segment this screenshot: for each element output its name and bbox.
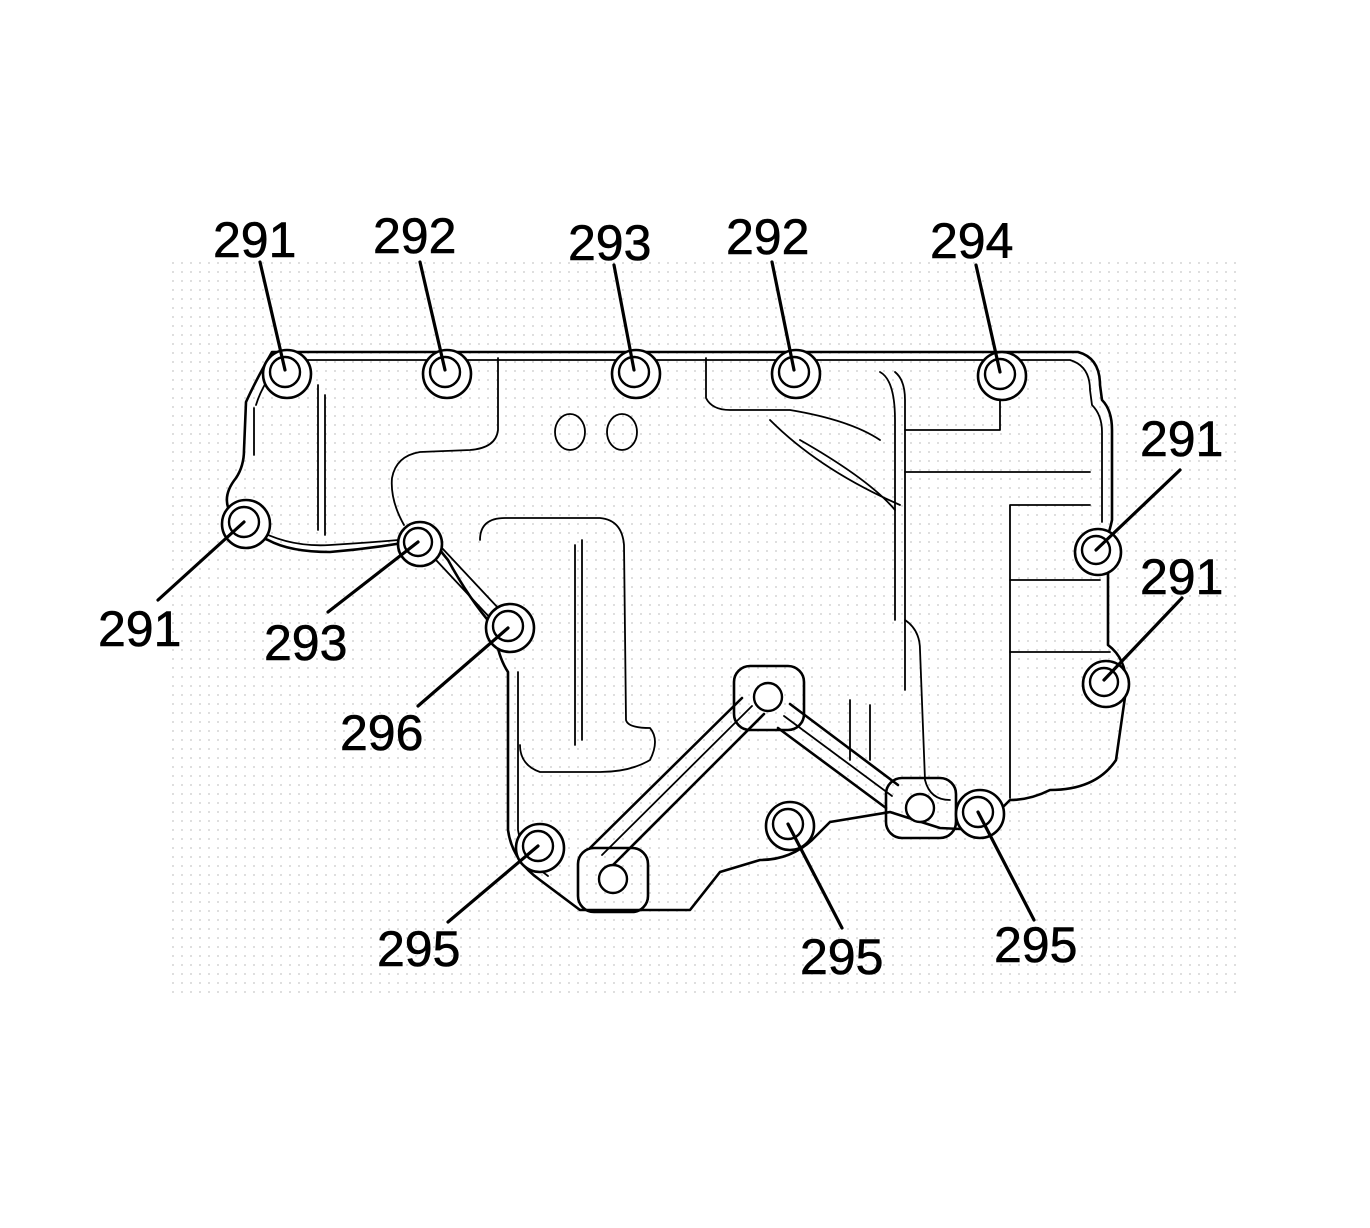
leader-c5 — [974, 263, 1002, 374]
leader-c8 — [156, 520, 246, 602]
bolt-291-right-upper — [1073, 527, 1123, 577]
leader-c4 — [770, 260, 796, 372]
callout-label: 291 — [1140, 411, 1223, 467]
leader-c6 — [1094, 468, 1182, 552]
callout-label: 295 — [377, 921, 460, 977]
leader-c13 — [976, 810, 1036, 922]
boss-pads — [576, 664, 958, 914]
bolt-295-middle — [764, 800, 816, 852]
cover-internal-features — [317, 357, 1091, 801]
callout-labels: 291 292 293 292 294 291 291 291 293 296 … — [98, 208, 1224, 986]
callout-label: 292 — [726, 209, 809, 265]
callout-label: 295 — [994, 917, 1077, 973]
leader-c1 — [258, 260, 287, 372]
bolt-291-right-lower — [1081, 659, 1131, 709]
bolt-293-left — [396, 520, 444, 568]
bolts — [220, 348, 1131, 874]
bolt-295-left — [514, 822, 566, 874]
callout-label: 291 — [1140, 549, 1223, 605]
bolt-293-top — [610, 348, 662, 400]
callout-label: 291 — [98, 601, 181, 657]
bolt-292-top-right — [770, 348, 822, 400]
callout-label: 292 — [373, 208, 456, 264]
leader-lines — [156, 260, 1184, 930]
callout-label: 296 — [340, 705, 423, 761]
leader-c12 — [786, 822, 844, 930]
cover-ribs — [435, 547, 900, 868]
bolt-291-top-left — [261, 348, 313, 400]
bolt-291-left — [220, 498, 272, 550]
leader-c2 — [418, 260, 447, 372]
shading-background — [170, 255, 1240, 1000]
bolt-292-top-left — [421, 348, 473, 400]
leader-c11 — [446, 844, 540, 924]
callout-label: 293 — [264, 615, 347, 671]
leader-c3 — [612, 263, 636, 372]
leader-c9 — [326, 540, 420, 614]
leader-c10 — [416, 626, 510, 708]
callout-label: 295 — [800, 929, 883, 985]
bolt-294 — [976, 350, 1028, 402]
callout-label: 291 — [213, 212, 296, 268]
callout-label: 293 — [568, 215, 651, 271]
bolt-296 — [484, 602, 536, 654]
callout-label: 294 — [930, 213, 1013, 269]
leader-c7 — [1102, 596, 1184, 682]
